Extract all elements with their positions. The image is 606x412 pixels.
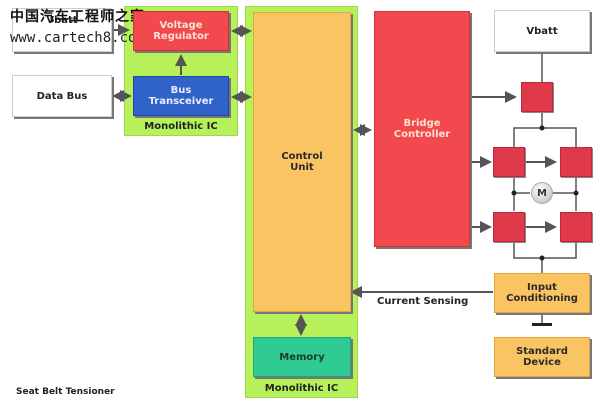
memory-label: Memory — [279, 351, 325, 363]
motor-label: M — [537, 187, 547, 199]
vbatt-right-block: Vbatt — [494, 10, 590, 52]
input-conditioning-label: Input Conditioning — [506, 282, 578, 304]
mosfet-low-left-icon — [493, 212, 525, 242]
bridge-controller-block: Bridge Controller — [374, 11, 470, 247]
standard-device-block: Standard Device — [494, 337, 590, 377]
data-bus-block: Data Bus — [12, 75, 112, 117]
motor-icon: M — [531, 182, 553, 204]
mosfet-low-right-icon — [560, 212, 592, 242]
control-unit-block: Control Unit — [253, 12, 351, 312]
memory-block: Memory — [253, 337, 351, 377]
watermark-chinese: 中国汽车工程师之家 — [10, 9, 145, 25]
bus-transceiver-label: Bus Transceiver — [148, 85, 214, 107]
current-sensing-label: Current Sensing — [377, 296, 469, 307]
monolithic-ic-left-label: Monolithic IC — [144, 121, 218, 132]
mosfet-top-icon — [521, 82, 553, 112]
input-conditioning-block: Input Conditioning — [494, 273, 590, 313]
vbatt-left-block: Vbatt — [12, 8, 112, 52]
vbatt-left-label: Vbatt — [46, 14, 78, 26]
voltage-regulator-block: Voltage Regulator — [133, 11, 229, 51]
control-unit-label: Control Unit — [281, 151, 323, 173]
mosfet-high-left-icon — [493, 147, 525, 177]
vbatt-right-label: Vbatt — [526, 25, 558, 37]
standard-device-label: Standard Device — [516, 346, 568, 368]
watermark-url: www.cartech8.com — [10, 30, 145, 46]
bridge-controller-label: Bridge Controller — [393, 118, 451, 140]
data-bus-label: Data Bus — [36, 90, 88, 102]
voltage-regulator-label: Voltage Regulator — [153, 20, 209, 42]
diagram-caption: Seat Belt Tensioner — [16, 387, 115, 397]
bus-transceiver-block: Bus Transceiver — [133, 76, 229, 116]
monolithic-ic-right-label: Monolithic IC — [264, 383, 339, 394]
mosfet-high-right-icon — [560, 147, 592, 177]
